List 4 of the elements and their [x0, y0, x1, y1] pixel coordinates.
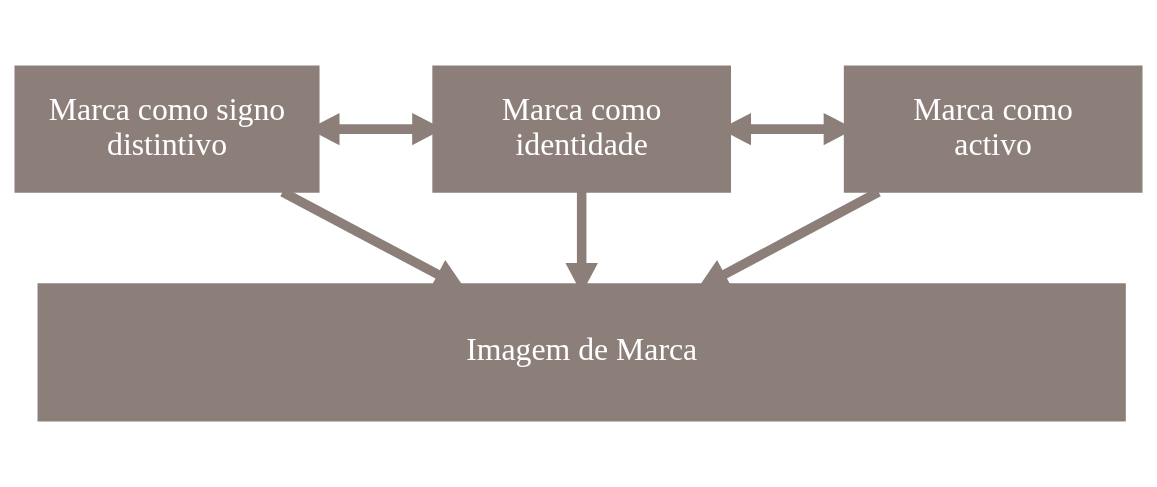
node-box: Marca como identidade	[432, 65, 732, 193]
node-box: Marca como signo distintivo	[14, 65, 320, 193]
node-box: Imagem de Marca	[37, 283, 1126, 422]
node-box: Marca como activo	[843, 65, 1143, 193]
